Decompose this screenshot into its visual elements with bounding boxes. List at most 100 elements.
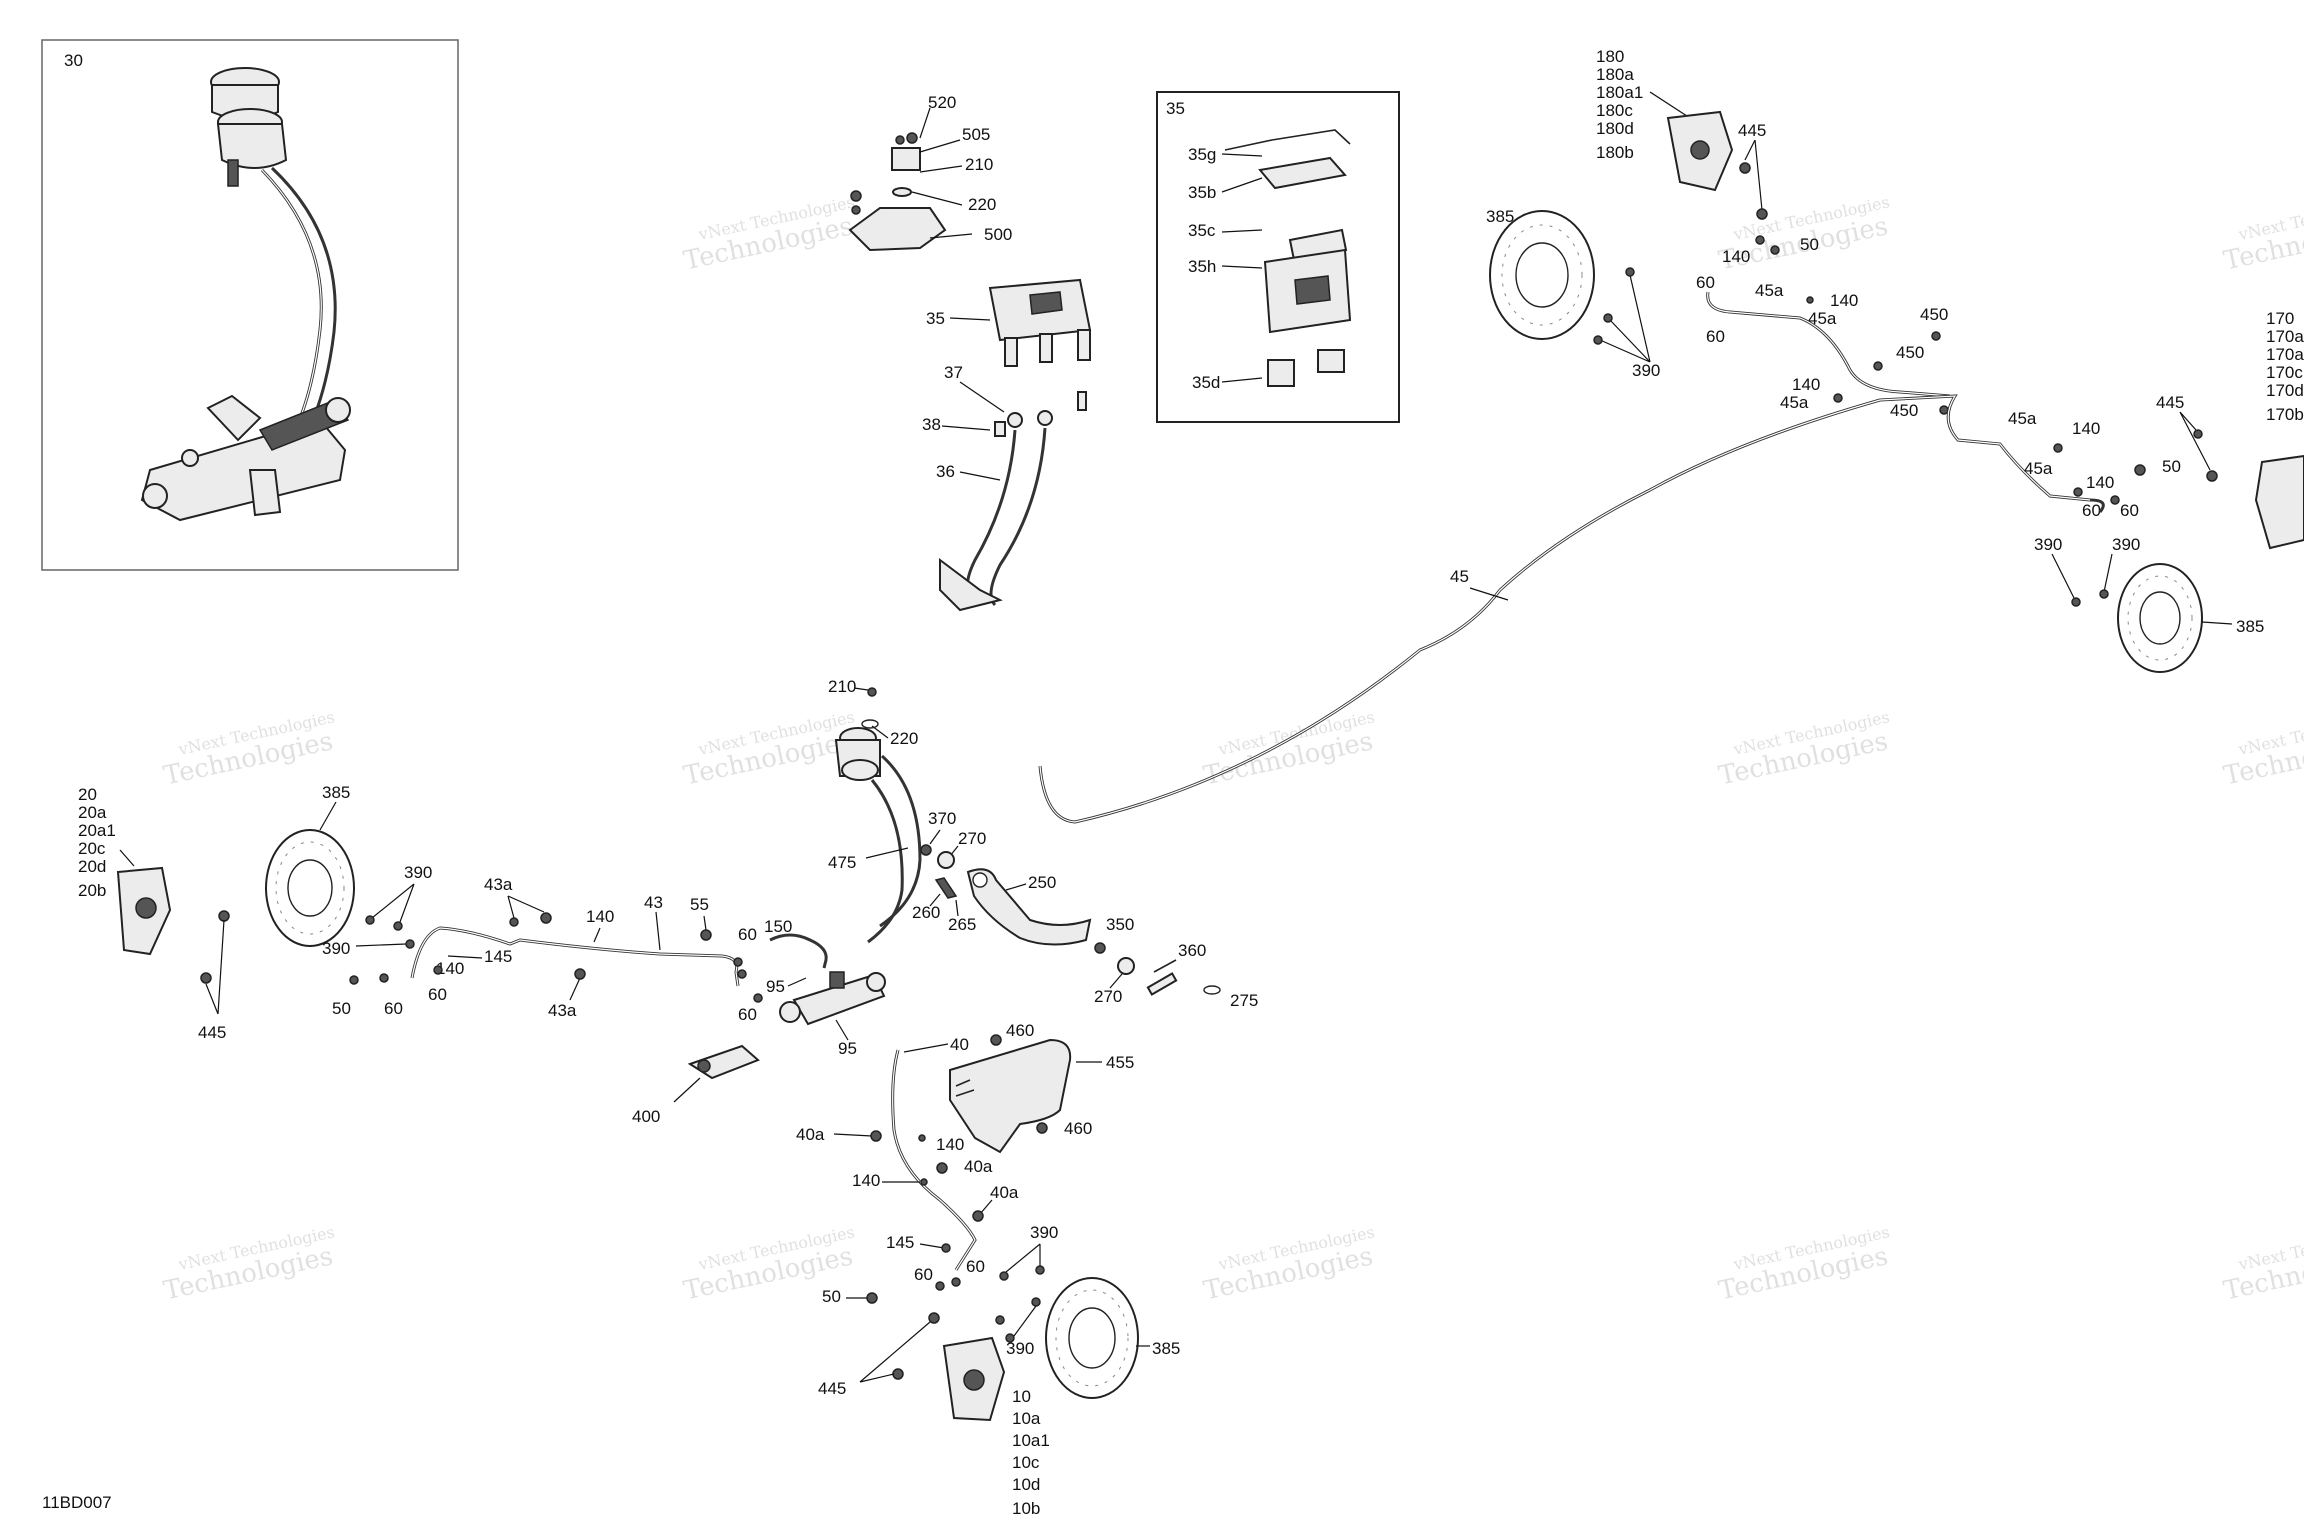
callout-45a: 45a [1780,393,1809,412]
rear-line-40-group: 40 460 455 460 40a 140 40a 140 40a [796,1021,1134,1271]
callout-20d: 20d [78,857,106,876]
callout-20c: 20c [78,839,106,858]
callout-20a: 20a [78,803,107,822]
callout-360: 360 [1178,941,1206,960]
callout-385: 385 [322,783,350,802]
callout-40a: 40a [796,1125,825,1144]
callout-36: 36 [936,462,955,481]
caliper-170 [2254,454,2304,550]
brake-line-45: 45 [1038,394,2091,824]
callout-43a: 43a [484,875,513,894]
callout-145: 145 [886,1233,914,1252]
callout-370: 370 [928,809,956,828]
callout-60-alt: 60 [740,1005,759,1024]
callout-170: 170 [2266,309,2294,328]
callout-385: 385 [2236,617,2264,636]
watermark: vNext Technologies Technologies [2221,192,2304,276]
callout-250: 250 [1028,873,1056,892]
callout-170c: 170c [2266,363,2303,382]
callout-275: 275 [1230,991,1258,1010]
callout-390: 390 [322,939,350,958]
rear-left-caliper-group: 145 390 60 60 50 445 390 385 10 10 [818,1223,1180,1518]
watermark: vNext Technologies Technologies [1716,1222,1891,1306]
callout-50: 50 [332,999,351,1018]
callout-520: 520 [928,93,956,112]
callout-50: 50 [2162,457,2181,476]
callout-385: 385 [1486,207,1514,226]
brake-line-43-group: 43a 43 140 55 60 150 140 145 50 60 60 43… [332,875,828,1020]
callout-390: 390 [1632,361,1660,380]
callout-60: 60 [428,985,447,1004]
callout-20a1: 20a1 [78,821,116,840]
callout-170d: 170d [2266,381,2304,400]
callout-500: 500 [984,225,1012,244]
callout-150: 150 [764,917,792,936]
callout-10c: 10c [1012,1453,1040,1472]
callout-220: 220 [968,195,996,214]
callout-460: 460 [1064,1119,1092,1138]
callout-140: 140 [436,959,464,978]
bushing-505 [891,147,921,171]
front-right-caliper-group: 180 180a 180a1 180c 180d 180b 445 385 39… [1486,47,1951,420]
callout-260: 260 [912,903,940,922]
center-master-cylinder-group: 210 220 475 95 60 60 95 [738,677,922,1058]
callout-350: 350 [1106,915,1134,934]
callout-180b: 180b [1596,143,1634,162]
callout-35d: 35d [1192,373,1220,392]
master-cylinder-inset: 30 [41,39,459,571]
inset-label: 35 [1166,99,1185,118]
callout-180a1: 180a1 [1596,83,1643,102]
callout-60: 60 [384,999,403,1018]
callout-60: 60 [2120,501,2139,520]
callout-35g: 35g [1188,145,1216,164]
callout-505: 505 [962,125,990,144]
callout-270: 270 [958,829,986,848]
callout-445: 445 [818,1379,846,1398]
callout-180d: 180d [1596,119,1634,138]
callout-60: 60 [914,1265,933,1284]
watermark: vNext Technologies Technologies [2221,1222,2304,1306]
brake-pedal-group: 370 270 250 260 265 350 360 270 275 [912,809,1258,1010]
callout-140: 140 [1792,375,1820,394]
callout-390: 390 [1030,1223,1058,1242]
callout-45a: 45a [1755,281,1784,300]
watermark: vNext Technologies Technologies [161,707,336,791]
watermark: vNext Technologies Technologies [1201,1222,1376,1306]
callout-450: 450 [1890,401,1918,420]
callout-20: 20 [78,785,97,804]
watermark: vNext Technologies Technologies [161,1222,336,1306]
callout-60: 60 [738,925,757,944]
callout-140: 140 [586,907,614,926]
callout-40a: 40a [964,1157,993,1176]
callout-55: 55 [690,895,709,914]
callout-475: 475 [828,853,856,872]
callout-210: 210 [965,155,993,174]
watermark: vNext Technologies Technologies [2221,707,2304,791]
callout-60: 60 [738,1005,757,1024]
callout-445: 445 [1738,121,1766,140]
callout-45a: 45a [2008,409,2037,428]
callout-390: 390 [1006,1339,1034,1358]
callout-60: 60 [1696,273,1715,292]
callout-95: 95 [838,1039,857,1058]
watermark: vNext Technologies Technologies [681,192,856,276]
brake-lines-36 [939,391,1087,612]
callout-265: 265 [948,915,976,934]
callout-455: 455 [1106,1053,1134,1072]
watermark: vNext Technologies Technologies [681,707,856,791]
callout-10a1: 10a1 [1012,1431,1050,1450]
callout-445: 445 [2156,393,2184,412]
callout-38: 38 [922,415,941,434]
callout-390: 390 [2034,535,2062,554]
abs-exploded-inset: 35 35g 35b 35c 35h 35d [1156,91,1400,423]
callout-390: 390 [404,863,432,882]
callout-450: 450 [1920,305,1948,324]
brake-disc-385 [1489,210,1595,340]
callout-60: 60 [2082,501,2101,520]
part-400-group: 400 [632,1044,760,1126]
brake-disc-385 [1045,1277,1139,1399]
callout-45: 45 [1450,567,1469,586]
callout-450: 450 [1896,343,1924,362]
